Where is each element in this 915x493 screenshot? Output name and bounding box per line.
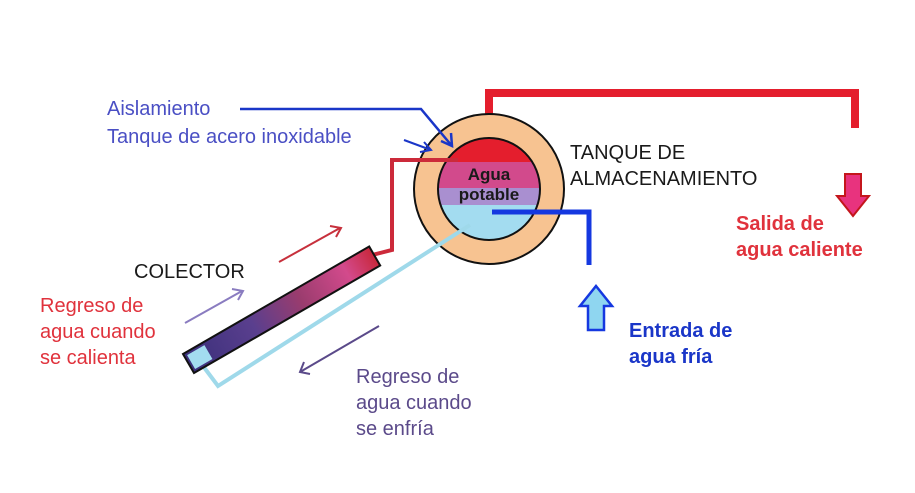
hot-outlet-label: Salida de agua caliente xyxy=(736,213,863,261)
potable-water-label: Agua potable xyxy=(458,165,520,204)
hot-outlet-arrow-icon xyxy=(834,173,872,218)
return-cooled-label: Regreso de agua cuando se enfría xyxy=(356,366,472,440)
hot-return-pipe xyxy=(359,158,458,260)
collector-panel xyxy=(181,245,382,375)
return-heated-label: Regreso de agua cuando se calienta xyxy=(40,295,156,369)
flow-down-arrow-icon xyxy=(298,325,380,375)
collector-label: COLECTOR xyxy=(134,261,245,283)
cold-inlet-arrow-icon xyxy=(577,283,615,332)
storage-tank-label: TANQUE DE ALMACENAMIENTO xyxy=(570,142,758,190)
insulation-label: Aislamiento xyxy=(107,98,211,120)
steel-tank-pointer xyxy=(403,139,432,151)
cold-feed-pipe xyxy=(198,223,472,389)
cold-inlet-pipe xyxy=(492,209,592,265)
insulation-pointer xyxy=(240,107,453,147)
flow-up-arrow-icon xyxy=(278,225,343,263)
cold-inlet-label: Entrada de agua fría xyxy=(629,320,733,368)
steel-tank-label: Tanque de acero inoxidable xyxy=(107,126,352,148)
flow-up-arrow-icon xyxy=(184,288,245,324)
